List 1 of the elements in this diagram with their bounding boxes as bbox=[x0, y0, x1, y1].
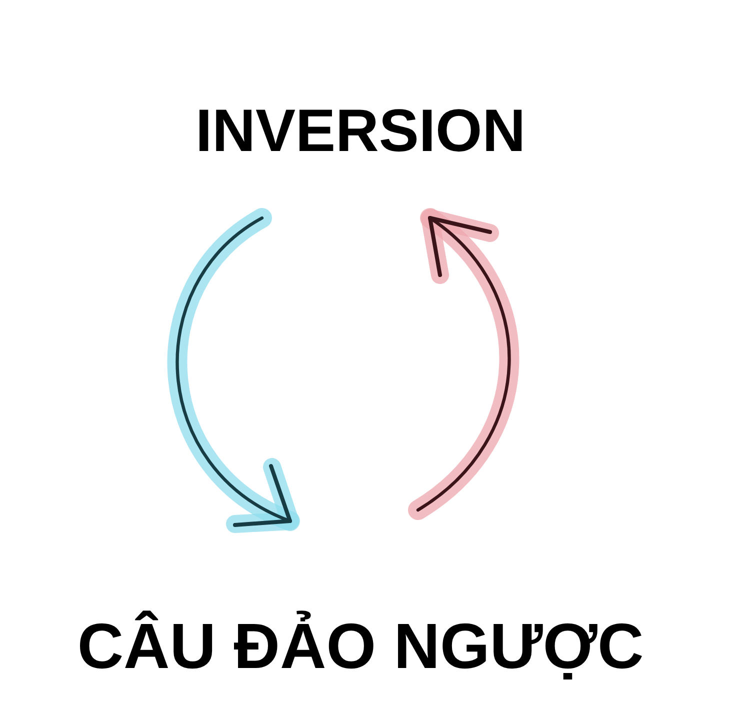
title-heading: INVERSION bbox=[195, 101, 526, 161]
